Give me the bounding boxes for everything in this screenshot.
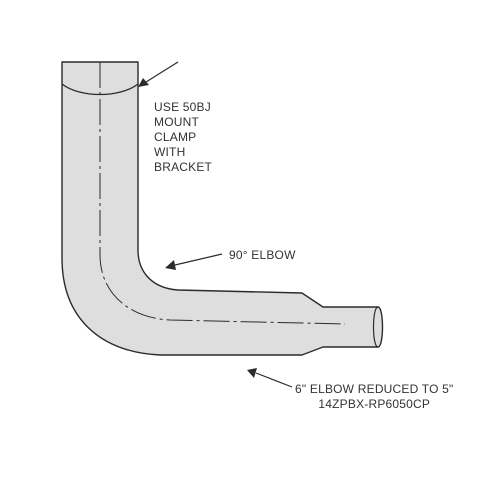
mount-clamp-note-line: MOUNT — [154, 115, 199, 129]
reducer-leader-arrow — [247, 368, 293, 388]
reducer-description: 6" ELBOW REDUCED TO 5" — [295, 382, 454, 396]
mount-clamp-leader-arrow — [138, 61, 179, 87]
elbow-label: 90° ELBOW — [229, 248, 296, 262]
mount-clamp-note-line: USE 50BJ — [154, 100, 211, 114]
mount-clamp-note-line: WITH — [154, 145, 186, 159]
reducer-outlet-edge — [372, 306, 379, 348]
reducer-part-number: 14ZPBX-RP6050CP — [318, 397, 431, 411]
mount-clamp-note-line: BRACKET — [154, 160, 213, 174]
reducer-note: 6" ELBOW REDUCED TO 5" 14ZPBX-RP6050CP — [295, 382, 454, 412]
mount-clamp-note-line: CLAMP — [154, 130, 197, 144]
elbow-leader-arrow — [165, 253, 223, 270]
pipe-centerline — [99, 62, 346, 325]
elbow-pipe-body — [61, 61, 384, 356]
mount-clamp-note: USE 50BJ MOUNT CLAMP WITH BRACKET — [154, 100, 212, 175]
